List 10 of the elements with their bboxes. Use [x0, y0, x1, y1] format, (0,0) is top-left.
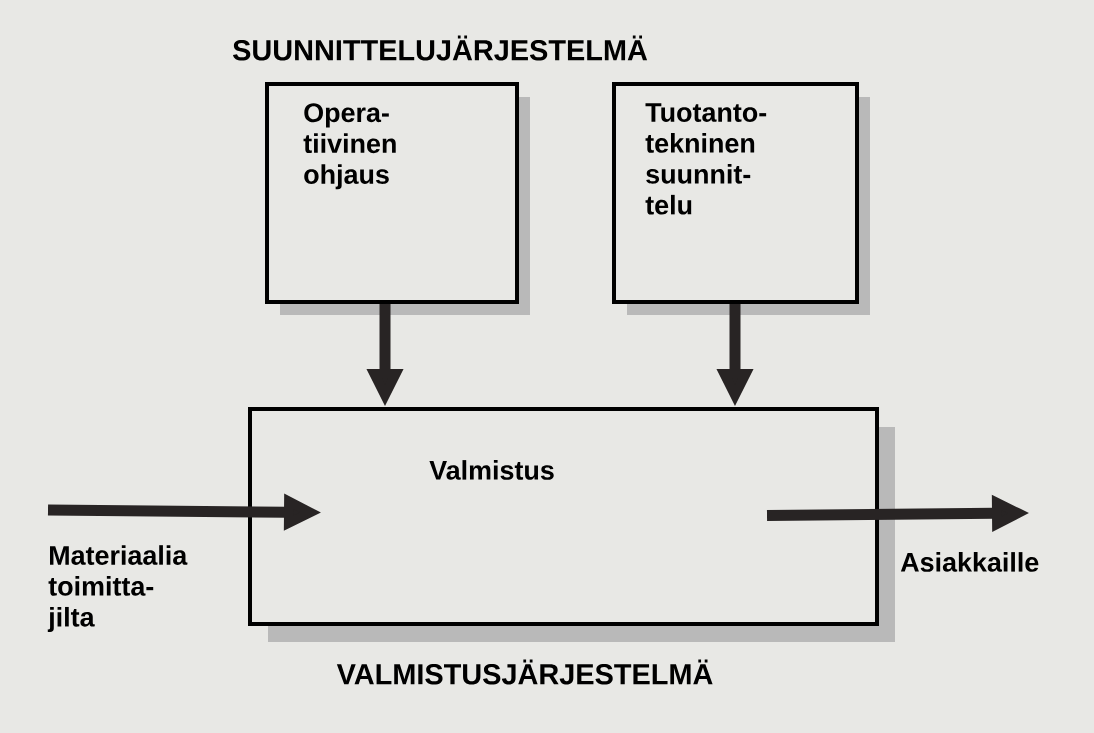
process-box: [248, 407, 895, 642]
process-box: [612, 82, 870, 315]
box-label: Tuotanto- tekninen suunnit- telu: [645, 103, 767, 215]
system-heading: VALMISTUSJÄRJESTELMÄ: [336, 659, 713, 685]
edge-label: Materiaalia toimitta- jilta: [47, 545, 188, 633]
box-label: Valmistus: [429, 460, 554, 480]
process-box: [265, 82, 530, 315]
box-label: Opera- tiivinen ohjaus: [303, 103, 396, 190]
title: SUUNNITTELUJÄRJESTELMÄ: [232, 35, 648, 61]
edge-label: Asiakkaille: [900, 552, 1039, 572]
